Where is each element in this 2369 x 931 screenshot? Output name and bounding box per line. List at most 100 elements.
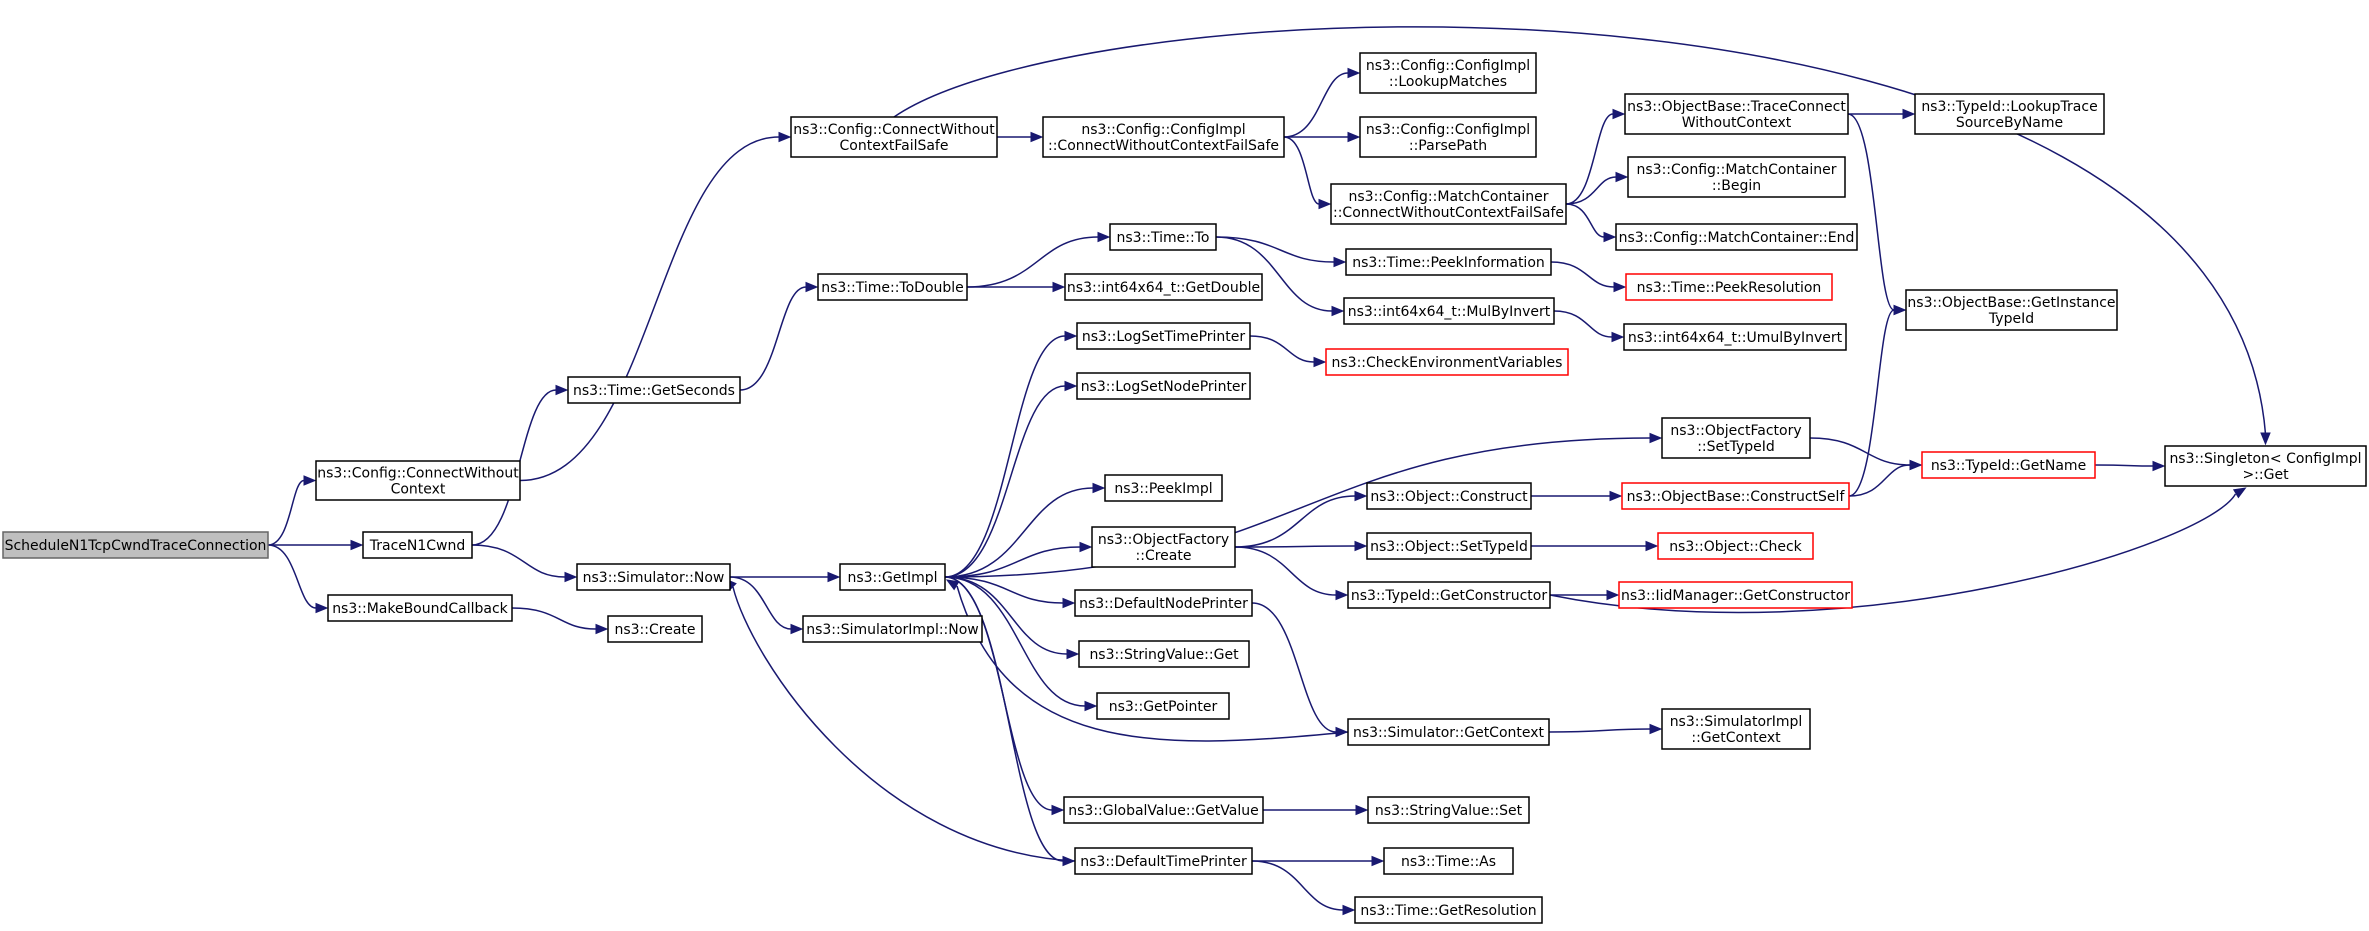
node-stringvalue-set[interactable]: ns3::StringValue::Set [1367,796,1530,824]
node-make-bound[interactable]: ns3::MakeBoundCallback [327,594,513,622]
edge-objfactory_create-to-obj_settypeid [1234,540,1368,552]
node-label: ScheduleN1TcpCwndTraceConnection [5,538,267,554]
node-objbase-tcwc[interactable]: ns3::ObjectBase::TraceConnectWithoutCont… [1624,93,1849,135]
node-cfgimpl-lookup[interactable]: ns3::Config::ConfigImpl::LookupMatches [1359,52,1537,94]
node-box [1091,526,1236,568]
node-typeid-getconstructor[interactable]: ns3::TypeId::GetConstructor [1347,581,1551,609]
node-box [1661,417,1811,459]
edge-sim_now-to-simimpl_now [729,576,804,635]
node-box [817,273,968,301]
node-time-getsec[interactable]: ns3::Time::GetSeconds [567,376,741,404]
node-i64-getdouble[interactable]: ns3::int64x64_t::GetDouble [1064,273,1263,301]
node-box [1074,847,1253,875]
node-time-peekres[interactable]: ns3::Time::PeekResolution [1625,273,1833,301]
node-typeid-getname[interactable]: ns3::TypeId::GetName [1921,451,2096,479]
node-default-time-printer[interactable]: ns3::DefaultTimePrinter [1074,847,1253,875]
node-label: ::ParsePath [1409,138,1487,154]
node-label: ns3::SimulatorImpl [1670,714,1803,730]
node-box [1627,156,1846,198]
node-simimpl-getcontext[interactable]: ns3::SimulatorImpl::GetContext [1661,708,1811,750]
node-obj-check[interactable]: ns3::Object::Check [1657,532,1814,560]
node-sim-now[interactable]: ns3::Simulator::Now [576,563,731,591]
node-label: ::Begin [1712,178,1761,194]
node-time-getresolution[interactable]: ns3::Time::GetResolution [1354,896,1543,924]
node-time-todouble[interactable]: ns3::Time::ToDouble [817,273,968,301]
node-i64-mulbyinvert[interactable]: ns3::int64x64_t::MulByInvert [1343,297,1555,325]
edge-objfactory_create-to-obj_construct [1234,490,1368,548]
node-label: ::SetTypeId [1697,439,1775,455]
node-getpointer[interactable]: ns3::GetPointer [1096,692,1230,720]
node-globalvalue-getvalue[interactable]: ns3::GlobalValue::GetValue [1063,796,1264,824]
node-sim-getcontext[interactable]: ns3::Simulator::GetContext [1347,718,1550,746]
node-label: WithoutContext [1682,115,1792,131]
edge-getimpl-to-log_node_printer [944,380,1078,578]
node-getimpl[interactable]: ns3::GetImpl [839,563,946,591]
node-peekimpl[interactable]: ns3::PeekImpl [1104,474,1223,502]
edge-cfg_failsafe-to-cfgimpl_cwcfs [996,131,1044,143]
node-check-env[interactable]: ns3::CheckEnvironmentVariables [1325,348,1569,376]
node-box [790,116,998,158]
node-box [1076,322,1251,350]
node-label: ns3::PeekImpl [1114,481,1212,497]
node-box [2,531,269,559]
node-box [1657,532,1814,560]
node-box [1347,581,1551,609]
node-objbase-constructself[interactable]: ns3::ObjectBase::ConstructSelf [1621,482,1850,510]
node-cfgimpl-cwcfs[interactable]: ns3::Config::ConfigImpl::ConnectWithoutC… [1042,116,1285,158]
node-label: ns3::Config::MatchContainer [1349,189,1549,205]
node-i64-umulbyinvert[interactable]: ns3::int64x64_t::UmulByInvert [1623,323,1847,351]
node-box [1615,223,1858,251]
edge-objbase_constructself-to-objbase_getinstancetypeid [1848,304,1907,497]
node-label: ::LookupMatches [1389,74,1507,90]
node-box [1625,273,1833,301]
node-cfgimpl-parsepath[interactable]: ns3::Config::ConfigImpl::ParsePath [1359,116,1537,158]
node-objfactory-settypeid[interactable]: ns3::ObjectFactory::SetTypeId [1661,417,1811,459]
node-time-peekinfo[interactable]: ns3::Time::PeekInformation [1345,248,1552,276]
node-box [1383,847,1514,875]
node-label: ns3::int64x64_t::UmulByInvert [1628,330,1843,346]
node-label: ContextFailSafe [840,138,949,154]
edge-i64_mulbyinvert-to-i64_umulbyinvert [1553,310,1625,343]
node-time-to[interactable]: ns3::Time::To [1109,223,1217,251]
node-mc-cwcfs[interactable]: ns3::Config::MatchContainer::ConnectWith… [1330,183,1567,225]
edge-cfgimpl_cwcfs-to-cfgimpl_lookup [1283,67,1361,138]
node-cfg-connect[interactable]: ns3::Config::ConnectWithoutContext [315,460,521,501]
node-singleton-get[interactable]: ns3::Singleton< ConfigImpl >::Get [2164,445,2367,487]
node-trace-n1[interactable]: TraceN1Cwnd [362,531,473,559]
node-box [1347,718,1550,746]
edge-objbase_tcwc-to-objbase_getinstancetypeid [1847,113,1907,316]
node-label: ns3::ObjectFactory [1670,423,1801,439]
edge-cfg_failsafe-to-singleton_get [893,26,2271,446]
node-label: ns3::Time::ToDouble [821,280,964,296]
edge-default_time_printer-to-time_as [1252,855,1385,867]
edge-getimpl-to-globalvalue_getvalue [944,576,1065,816]
node-cfg-failsafe[interactable]: ns3::Config::ConnectWithoutContextFailSa… [790,116,998,158]
node-iidmanager-getconstructor[interactable]: ns3::IidManager::GetConstructor [1618,581,1853,609]
node-simimpl-now[interactable]: ns3::SimulatorImpl::Now [802,615,983,643]
node-time-as[interactable]: ns3::Time::As [1383,847,1514,875]
node-label: ns3::Config::ConfigImpl [1366,122,1530,138]
node-root[interactable]: ScheduleN1TcpCwndTraceConnection [2,531,269,559]
node-box [1325,348,1569,376]
node-box [1074,589,1253,617]
node-box [1345,248,1552,276]
node-log-node-printer[interactable]: ns3::LogSetNodePrinter [1076,372,1251,400]
node-default-node-printer[interactable]: ns3::DefaultNodePrinter [1074,589,1253,617]
node-create[interactable]: ns3::Create [607,615,703,643]
node-box [567,376,741,404]
node-obj-construct[interactable]: ns3::Object::Construct [1366,482,1532,510]
node-mc-begin[interactable]: ns3::Config::MatchContainer::Begin [1627,156,1846,198]
node-obj-settypeid[interactable]: ns3::Object::SetTypeId [1366,532,1532,560]
node-mc-end[interactable]: ns3::Config::MatchContainer::End [1615,223,1858,251]
node-objfactory-create[interactable]: ns3::ObjectFactory::Create [1091,526,1236,568]
node-box [1063,796,1264,824]
node-label: ns3::TypeId::GetConstructor [1351,588,1547,604]
node-label: ns3::Simulator::Now [583,570,725,586]
node-box [1921,451,2096,479]
node-box [1621,482,1850,510]
node-log-time-printer[interactable]: ns3::LogSetTimePrinter [1076,322,1251,350]
node-stringvalue-get[interactable]: ns3::StringValue::Get [1078,640,1250,668]
edge-objfactory_create-to-typeid_getconstructor [1234,546,1349,601]
